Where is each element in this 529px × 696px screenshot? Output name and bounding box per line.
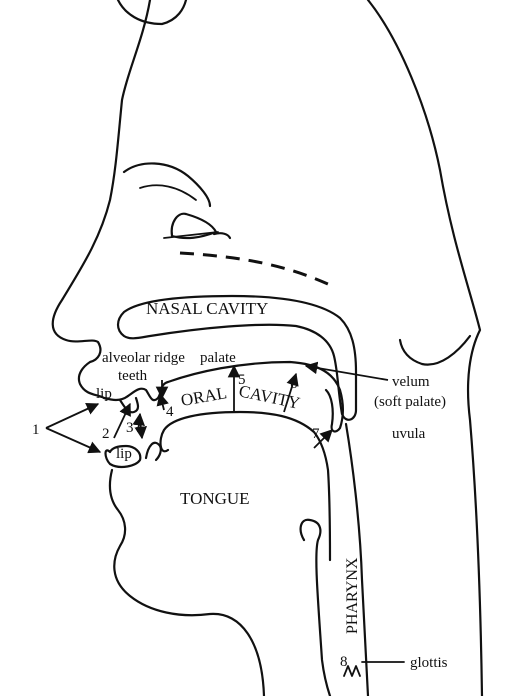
marker-7: 7 bbox=[312, 426, 320, 442]
label-pharynx: PHARYNX bbox=[344, 557, 361, 634]
chin-outline bbox=[108, 468, 266, 696]
arrow-1-lower bbox=[45, 427, 102, 454]
marker-3: 3 bbox=[126, 420, 134, 436]
label-oral: ORAL bbox=[179, 383, 228, 410]
label-upper-lip: lip bbox=[96, 386, 112, 402]
eyelid-fold bbox=[139, 184, 197, 201]
label-lower-lip: lip bbox=[116, 446, 132, 462]
marker-6: 6 bbox=[290, 376, 298, 392]
label-tongue: TONGUE bbox=[180, 489, 250, 508]
marker-4: 4 bbox=[166, 404, 174, 420]
label-uvula: uvula bbox=[392, 426, 426, 442]
lower-teeth bbox=[144, 441, 162, 462]
marker-2: 2 bbox=[102, 426, 110, 442]
label-alveolar-ridge: alveolar ridge bbox=[102, 350, 185, 366]
eye-outline bbox=[170, 212, 218, 240]
lower-lip-outline bbox=[104, 444, 142, 469]
arrow-3-down bbox=[134, 419, 148, 440]
arrow-2 bbox=[113, 402, 131, 439]
head-rear-outline bbox=[366, 0, 484, 696]
pharynx-back-wall bbox=[344, 422, 370, 696]
label-glottis: glottis bbox=[410, 655, 448, 671]
arrow-1-upper bbox=[45, 403, 100, 429]
label-velum: velum bbox=[392, 374, 430, 390]
marker-5: 5 bbox=[238, 372, 246, 388]
face-profile bbox=[51, 0, 152, 400]
nasal-cavity-outline bbox=[116, 294, 358, 421]
marker-8: 8 bbox=[340, 654, 348, 670]
label-palate: palate bbox=[200, 350, 236, 366]
arrow-4 bbox=[156, 392, 169, 411]
pharynx-front-wall bbox=[299, 518, 332, 696]
eye-lash-line bbox=[163, 231, 219, 239]
arrow-6 bbox=[283, 372, 299, 413]
arrow-7 bbox=[313, 429, 333, 449]
upper-lip-outline bbox=[102, 394, 130, 402]
label-soft-palate: (soft palate) bbox=[374, 394, 446, 410]
cheek-line bbox=[212, 232, 232, 240]
tongue-outline bbox=[159, 410, 332, 562]
throat-outline bbox=[398, 334, 472, 366]
brow-line bbox=[122, 162, 212, 208]
dashed-sinus-line bbox=[179, 251, 331, 287]
label-nasal-cavity: NASAL CAVITY bbox=[146, 299, 268, 318]
head-back-outline bbox=[116, 0, 188, 26]
glottis-zigzag bbox=[343, 665, 361, 677]
marker-1: 1 bbox=[32, 422, 40, 438]
label-teeth: teeth bbox=[118, 368, 148, 384]
velum-pointer bbox=[304, 361, 389, 381]
